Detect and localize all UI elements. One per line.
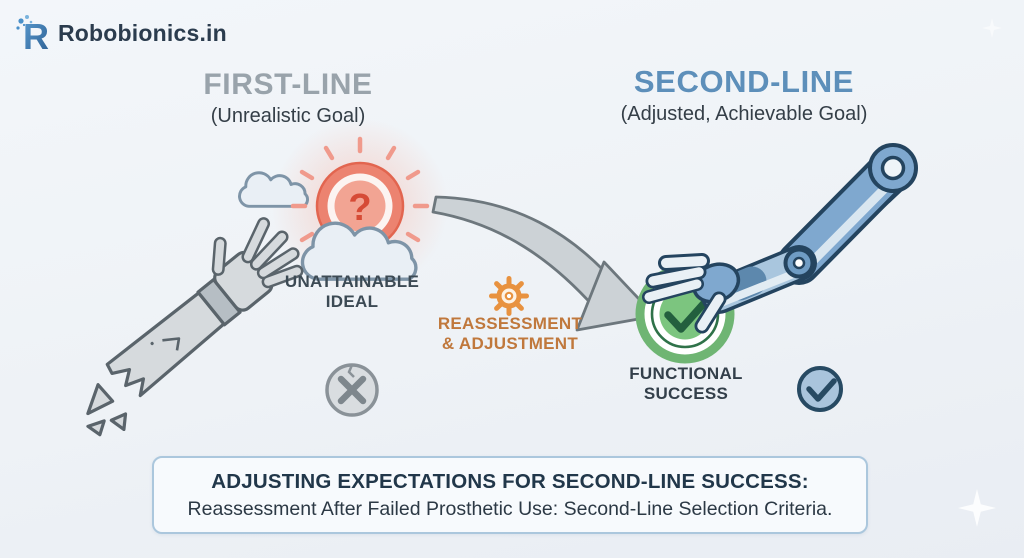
summary-banner: ADJUSTING EXPECTATIONS FOR SECOND-LINE S… [152, 456, 868, 534]
robobionics-r-icon: R [16, 15, 49, 54]
second-line-title: SECOND-LINE [633, 64, 855, 99]
cloud-back-icon [238, 171, 309, 208]
logo: R Robobionics.in [14, 12, 227, 54]
banner-title: ADJUSTING EXPECTATIONS FOR SECOND-LINE S… [211, 469, 809, 493]
banner-subtitle: Reassessment After Failed Prosthetic Use… [187, 497, 833, 520]
first-line-subtitle: (Unrealistic Goal) [210, 105, 366, 127]
check-circle-icon [797, 366, 843, 412]
question-mark: ? [348, 187, 371, 229]
unattainable-ideal-label: UNATTAINABLE IDEAL [284, 272, 420, 312]
gear-icon [489, 276, 529, 316]
robot-arm-icon [642, 143, 918, 334]
reassessment-adjustment-label: REASSESSMENT & ADJUSTMENT [437, 314, 583, 354]
functional-success-label: FUNCTIONAL SUCCESS [629, 364, 743, 404]
broken-arm-icon [86, 217, 304, 437]
second-line-header: SECOND-LINE (Adjusted, Achievable Goal) [564, 64, 924, 126]
logo-monogram: R [23, 16, 49, 54]
transition-arrow-icon [431, 195, 657, 332]
first-line-header: FIRST-LINE (Unrealistic Goal) [108, 68, 468, 128]
logo-text: Robobionics.in [58, 19, 227, 46]
broken-x-circle-icon [325, 363, 379, 417]
check-mark [664, 297, 710, 333]
first-line-title: FIRST-LINE [203, 68, 373, 101]
second-line-subtitle: (Adjusted, Achievable Goal) [620, 103, 868, 125]
cloud-front-icon [300, 221, 418, 281]
unattainable-sun-target-icon: ? [315, 161, 405, 251]
sun-rays-icon [290, 136, 430, 276]
